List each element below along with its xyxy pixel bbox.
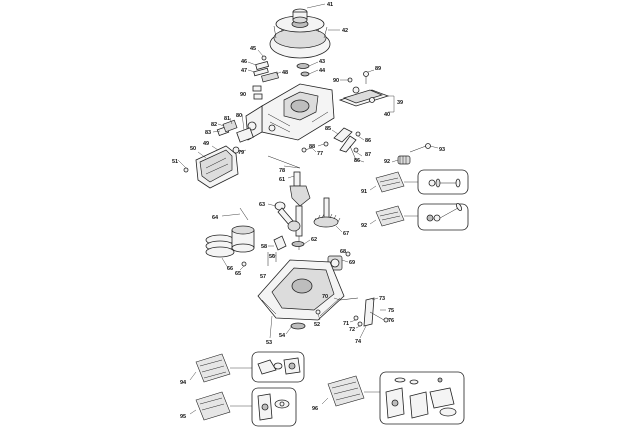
piston-rings xyxy=(205,207,255,267)
callout-62: 62 xyxy=(311,237,317,243)
callout-45: 45 xyxy=(250,46,256,52)
callout-70: 70 xyxy=(322,294,328,300)
callout-92: 92 xyxy=(361,223,367,229)
ignition-parts xyxy=(252,55,310,100)
rocker-leaders xyxy=(317,129,439,163)
callout-86b: 86 xyxy=(354,158,360,164)
flywheel xyxy=(269,8,331,59)
callout-92top: 92 xyxy=(384,159,390,165)
callout-63: 63 xyxy=(259,202,265,208)
callout-95: 95 xyxy=(180,414,186,420)
carburetor-parts xyxy=(216,119,254,154)
air-filter-housing xyxy=(183,145,239,189)
callout-48: 48 xyxy=(282,70,288,76)
callout-71: 71 xyxy=(343,321,349,327)
oil-seal-and-breather xyxy=(267,235,305,266)
callout-88: 88 xyxy=(309,144,315,150)
callout-76: 76 xyxy=(388,318,394,324)
camshaft-gear xyxy=(313,197,341,228)
callout-96: 96 xyxy=(312,406,318,412)
callout-61: 61 xyxy=(279,177,285,183)
callout-69: 69 xyxy=(349,260,355,266)
rocker-parts xyxy=(323,127,431,165)
callout-90b: 90 xyxy=(333,78,339,84)
callout-56: 56 xyxy=(269,254,275,260)
callout-58: 58 xyxy=(261,244,267,250)
callout-89: 89 xyxy=(375,66,381,72)
governor-leaders xyxy=(340,69,395,113)
callout-54: 54 xyxy=(279,333,286,339)
callout-80: 80 xyxy=(236,113,242,119)
callout-52: 52 xyxy=(314,322,320,328)
callout-42: 42 xyxy=(342,28,348,34)
gasket-kit-96 xyxy=(327,371,465,425)
callout-49: 49 xyxy=(203,141,209,147)
callout-41: 41 xyxy=(327,2,333,8)
callout-85: 85 xyxy=(325,126,331,132)
callout-81: 81 xyxy=(224,116,230,122)
governor-bracket xyxy=(338,71,390,107)
callout-94: 94 xyxy=(180,380,187,386)
callout-68: 68 xyxy=(340,249,346,255)
ignition-leaders xyxy=(247,49,319,75)
callout-72: 72 xyxy=(349,327,355,333)
crankcase-sump xyxy=(257,259,345,330)
callout-65: 65 xyxy=(235,271,241,277)
gasket-kit-94 xyxy=(195,351,305,383)
callout-57: 57 xyxy=(260,274,266,280)
callout-51: 51 xyxy=(172,159,178,165)
engine-block xyxy=(245,83,335,141)
callout-93: 93 xyxy=(439,147,445,153)
callout-78: 78 xyxy=(279,168,285,174)
connecting-rod xyxy=(274,201,301,232)
callout-53: 53 xyxy=(266,340,272,346)
callout-86a: 86 xyxy=(365,138,371,144)
callout-40: 40 xyxy=(384,112,390,118)
callout-43: 43 xyxy=(319,59,325,65)
valve-kit-92 xyxy=(375,202,469,231)
callout-44: 44 xyxy=(319,68,326,74)
callout-75: 75 xyxy=(388,308,394,314)
callout-77: 77 xyxy=(317,151,323,157)
callout-90: 90 xyxy=(240,92,246,98)
valve-kit-91 xyxy=(375,169,469,195)
carburetor-leaders xyxy=(177,113,247,169)
callout-83: 83 xyxy=(205,130,211,136)
gasket-kit-95 xyxy=(195,387,297,427)
callout-82: 82 xyxy=(211,122,217,128)
crankshaft xyxy=(289,171,311,250)
callout-50: 50 xyxy=(190,146,196,152)
callout-87: 87 xyxy=(365,152,371,158)
callout-91: 91 xyxy=(361,189,367,195)
callout-74: 74 xyxy=(355,339,362,345)
callout-46: 46 xyxy=(241,59,247,65)
callout-64: 64 xyxy=(212,215,219,221)
flywheel-leaders xyxy=(306,3,340,31)
callout-47: 47 xyxy=(241,68,247,74)
callout-79: 79 xyxy=(238,150,244,156)
callout-73: 73 xyxy=(379,296,385,302)
callout-67: 67 xyxy=(343,231,349,237)
callout-39: 39 xyxy=(397,100,403,106)
callout-66: 66 xyxy=(227,266,233,272)
push-rods xyxy=(267,147,313,169)
